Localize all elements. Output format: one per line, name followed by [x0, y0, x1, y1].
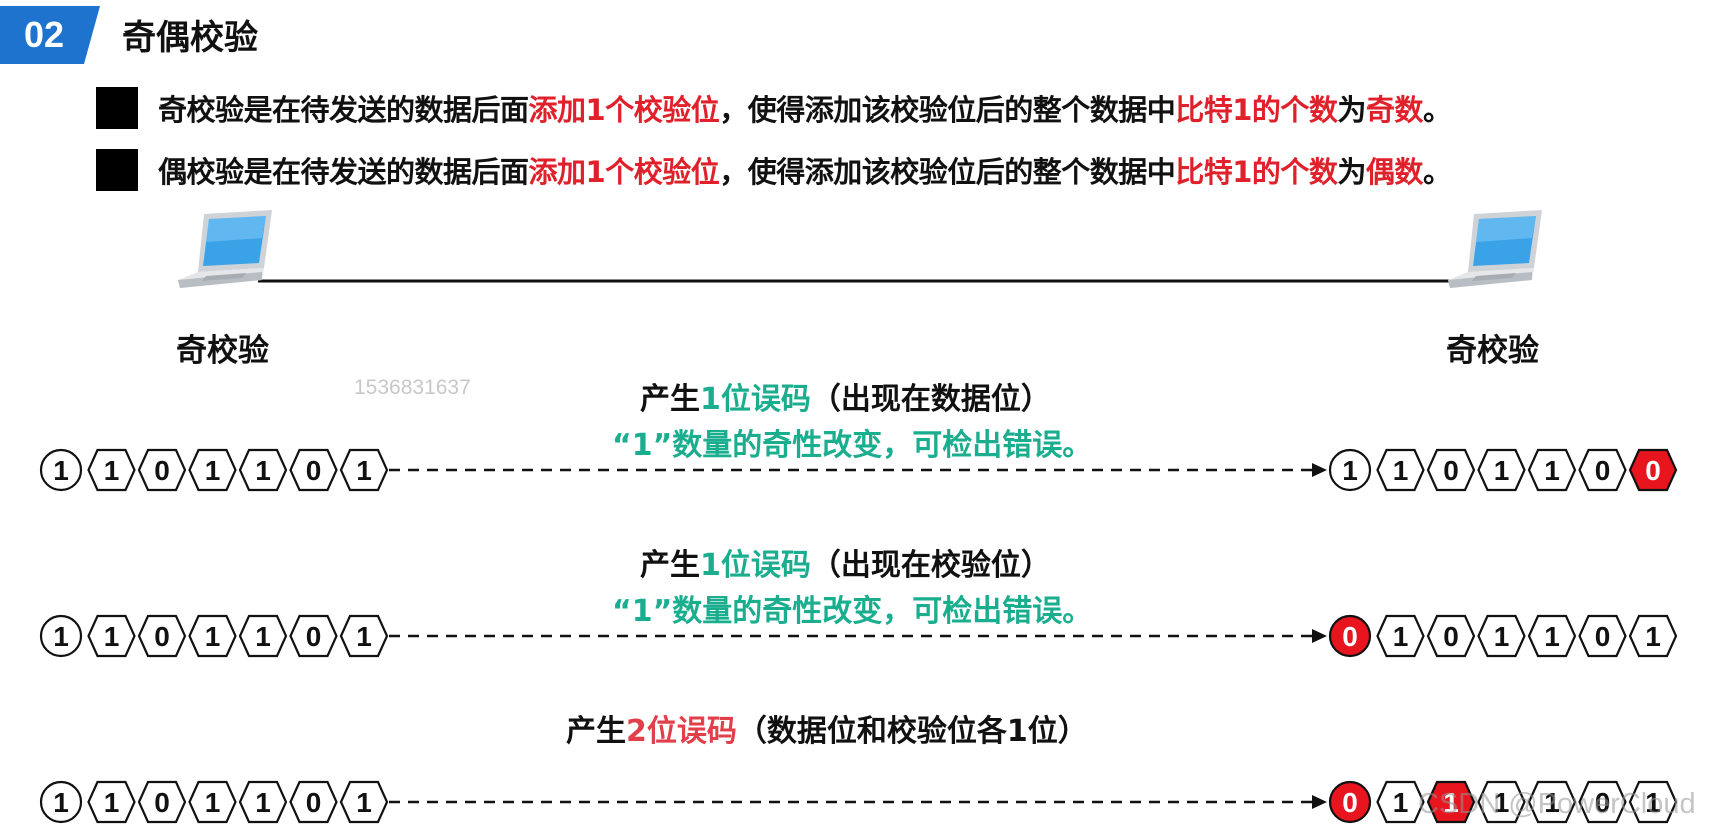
- bit-label: 1: [1544, 621, 1560, 652]
- bit-label: 0: [306, 787, 322, 818]
- bit-label: 1: [104, 787, 120, 818]
- bit-label: 1: [1393, 621, 1409, 652]
- bit-label: 1: [205, 621, 221, 652]
- error-bit-label: 0: [1342, 787, 1358, 818]
- bit-label: 0: [154, 787, 170, 818]
- watermark-csdn: CSDN @PowerCloud: [1418, 788, 1696, 821]
- bit-label: 1: [255, 787, 271, 818]
- bit-label: 1: [1494, 621, 1510, 652]
- bit-label: 1: [356, 621, 372, 652]
- bit-label: 1: [1494, 455, 1510, 486]
- bit-label: 1: [255, 621, 271, 652]
- bit-label: 0: [1443, 621, 1459, 652]
- bit-label: 1: [53, 455, 69, 486]
- bit-label: 1: [104, 621, 120, 652]
- bit-label: 0: [154, 621, 170, 652]
- arrow-head-icon: [1312, 629, 1327, 643]
- bit-label: 1: [104, 455, 120, 486]
- arrow-head-icon: [1312, 795, 1327, 809]
- bit-label: 1: [356, 455, 372, 486]
- bit-label: 1: [53, 787, 69, 818]
- arrow-head-icon: [1312, 463, 1327, 477]
- bit-label: 0: [306, 621, 322, 652]
- bit-label: 1: [53, 621, 69, 652]
- bit-label: 0: [1595, 455, 1611, 486]
- bit-label: 1: [205, 787, 221, 818]
- bit-label: 1: [205, 455, 221, 486]
- error-bit-label: 0: [1342, 621, 1358, 652]
- bit-label: 1: [356, 787, 372, 818]
- bit-label: 0: [1443, 455, 1459, 486]
- error-bit-label: 0: [1645, 455, 1661, 486]
- bit-label: 1: [1645, 621, 1661, 652]
- bit-label: 0: [154, 455, 170, 486]
- bit-label: 1: [1342, 455, 1358, 486]
- bit-label: 0: [1595, 621, 1611, 652]
- bit-label: 1: [1393, 455, 1409, 486]
- bit-label: 0: [306, 455, 322, 486]
- bit-label: 1: [1544, 455, 1560, 486]
- bit-label: 1: [1393, 787, 1409, 818]
- bit-label: 1: [255, 455, 271, 486]
